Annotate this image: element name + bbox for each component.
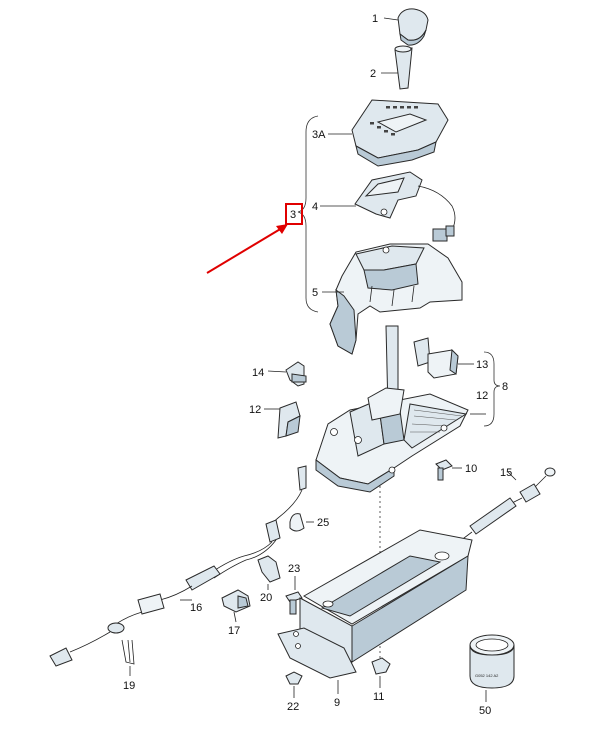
callout-14: 14: [252, 367, 264, 379]
callout-20: 20: [260, 592, 272, 604]
shift-lever-base: [315, 325, 469, 493]
callout-9: 9: [334, 697, 340, 709]
callout-25: 25: [317, 517, 329, 529]
callout-16: 16: [190, 602, 202, 614]
group-8-brace: [483, 351, 501, 427]
highlight-callout: [206, 203, 303, 274]
callout-4: 4: [312, 201, 318, 213]
callout-12-left: 12: [249, 404, 261, 416]
part-50-ring: G052 142 A2: [469, 634, 515, 702]
part-17-cable-bracket: [221, 589, 251, 623]
part-9-housing-tray: [277, 529, 473, 694]
part-12-holder: [264, 401, 301, 439]
callout-19: 19: [123, 680, 135, 692]
callout-22: 22: [287, 701, 299, 713]
callout-8: 8: [502, 381, 508, 393]
callout-11: 11: [373, 691, 384, 703]
callout-3: 3: [290, 209, 296, 221]
callout-17: 17: [228, 625, 240, 637]
callout-2: 2: [370, 68, 376, 80]
callout-23: 23: [288, 563, 300, 575]
part-23-bolt: [285, 576, 303, 615]
callout-15: 15: [500, 467, 512, 479]
callout-13: 13: [476, 359, 488, 371]
part-22-nut: [285, 671, 303, 698]
part-20-clip: [257, 555, 281, 590]
part-11-nut: [371, 657, 391, 688]
part-4-indicator-board: [320, 171, 456, 242]
part-3a-gate-cover: [328, 99, 449, 167]
callout-5: 5: [312, 287, 318, 299]
part-1-shift-knob: [383, 8, 429, 46]
callout-10: 10: [465, 463, 477, 475]
callout-50: 50: [479, 705, 491, 717]
part-16-selector-cable: [49, 465, 307, 667]
callout-12-right: 12: [476, 390, 488, 402]
group-3-brace: [297, 115, 319, 313]
gate-indicator-dots: [370, 106, 418, 136]
part-13-shift-lock-solenoid: [413, 337, 474, 379]
part-2-knob-sleeve: [381, 45, 413, 90]
part-15-cable: [455, 467, 556, 545]
callout-1: 1: [372, 13, 378, 25]
part-10-screw: [435, 459, 462, 481]
part-code-label: G052 142 A2: [475, 673, 499, 678]
part-25-retaining-clip: [289, 513, 314, 532]
part-5-gate-housing: [322, 243, 463, 355]
part-14-clip: [267, 361, 307, 387]
callout-3a: 3A: [312, 129, 326, 141]
part-19-spring-clip: [121, 639, 135, 676]
